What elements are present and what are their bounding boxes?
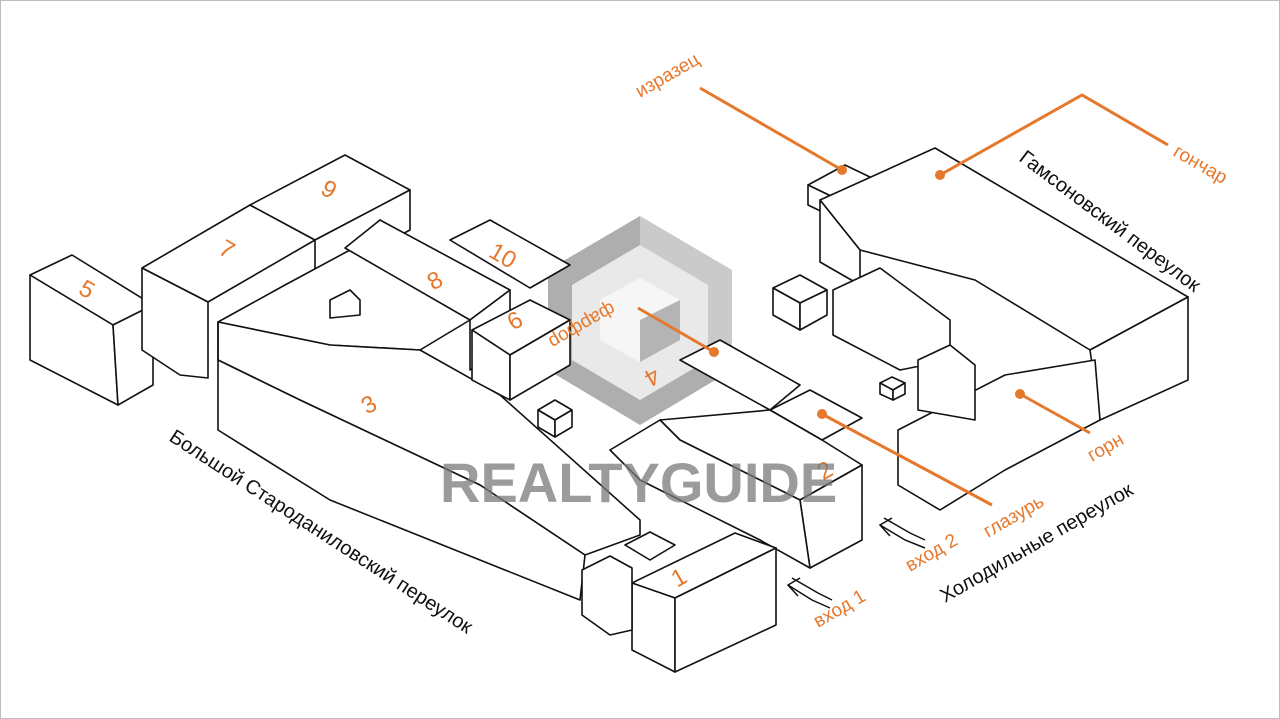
building-right-complex[interactable] (807, 147, 1189, 511)
small-cube (537, 399, 573, 438)
label-entrance-2: вход 2 (902, 530, 961, 576)
leader-glazur (817, 409, 993, 507)
entrance-1-arrow-icon (786, 577, 833, 609)
building-2-4[interactable] (609, 339, 863, 569)
leader-gonchar (935, 93, 1169, 180)
leader-farfor (637, 306, 719, 357)
entrance-2-arrow-icon (878, 517, 926, 549)
building-10-6[interactable] (449, 219, 571, 401)
small-cube-right (772, 274, 906, 401)
leader-izrazets (699, 86, 847, 175)
label-gorn: горн (1084, 429, 1128, 466)
building-1[interactable] (581, 531, 777, 673)
watermark-logo (548, 216, 732, 425)
label-izrazets: изразец (632, 49, 703, 102)
leader-gorn (1015, 389, 1091, 435)
watermark-text: REALTYGUIDE (440, 451, 837, 514)
label-gonchar: гончар (1170, 141, 1231, 188)
